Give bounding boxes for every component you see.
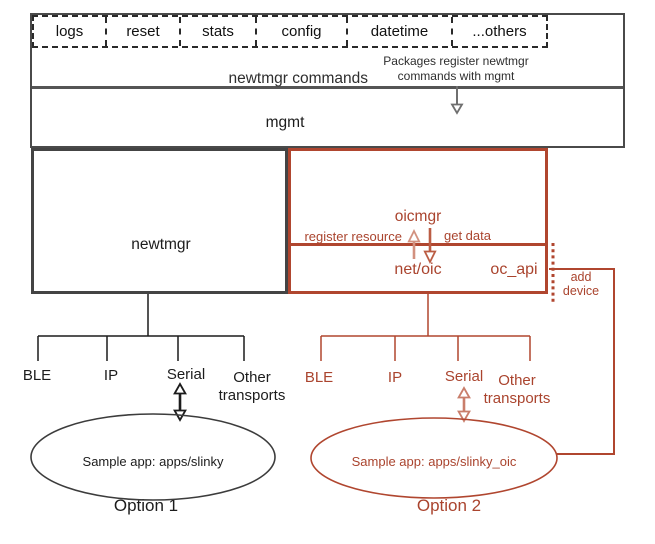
command-cell-others: ...others [451, 17, 546, 46]
transport-other-right: Other transports [470, 372, 564, 408]
oicmgr-label: oicmgr [394, 208, 442, 225]
sample-app-slinky-label: Sample app: apps/slinky [82, 454, 224, 469]
transport-ip-right: IP [387, 369, 403, 386]
oicmgr-netoic-divider [291, 243, 545, 246]
newtmgr-commands-label: newtmgr commands [228, 70, 368, 87]
command-cell-logs: logs [55, 23, 84, 40]
newtmgr-box [31, 148, 288, 294]
transport-other-right-line2: transports [483, 390, 551, 407]
command-packages-row: logs reset stats config datetime ...othe… [32, 15, 548, 48]
packages-register-note-line1: Packages register newtmgr [383, 54, 529, 68]
net-oic-label: net/oic [394, 261, 442, 278]
sample-app-slinky-oic-label: Sample app: apps/slinky_oic [351, 454, 517, 469]
transport-ip-left: IP [103, 367, 119, 384]
transport-ble-right: BLE [304, 369, 334, 386]
option-1-label: Option 1 [113, 496, 179, 515]
command-cell-reset: reset [105, 17, 179, 46]
oc-api-label: oc_api [490, 261, 538, 278]
transport-ble-left: BLE [22, 367, 52, 384]
serial-link-arrow-right-icon [457, 386, 471, 423]
transport-other-left-line1: Other [233, 369, 271, 386]
transport-other-left-line2: transports [218, 387, 286, 404]
command-cell-config: config [255, 17, 346, 46]
oicmgr-box [288, 148, 548, 294]
right-transport-tree [320, 294, 531, 361]
left-transport-tree [37, 294, 245, 361]
newtmgr-commands-mgmt-box [30, 13, 625, 148]
packages-register-note: Packages register newtmgr commands with … [368, 54, 544, 84]
add-device-line1: add [570, 270, 592, 284]
newtmgr-label: newtmgr [131, 236, 191, 253]
get-data-label: get data [444, 228, 491, 243]
commands-mgmt-divider [32, 86, 623, 89]
add-device-line2: device [562, 283, 600, 298]
transport-serial-left: Serial [166, 366, 206, 383]
add-device-label: add device [556, 270, 606, 298]
register-resource-label: register resource [304, 229, 402, 244]
command-cell-stats: stats [179, 17, 255, 46]
serial-link-arrow-left-icon [173, 382, 187, 422]
transport-other-right-line1: Other [498, 372, 536, 389]
command-cell-datetime: datetime [346, 17, 451, 46]
mgmt-label: mgmt [265, 114, 305, 131]
transport-other-left: Other transports [205, 369, 299, 405]
transport-serial-right: Serial [444, 368, 484, 385]
packages-register-note-line2: commands with mgmt [397, 69, 515, 83]
option-2-label: Option 2 [416, 496, 482, 515]
